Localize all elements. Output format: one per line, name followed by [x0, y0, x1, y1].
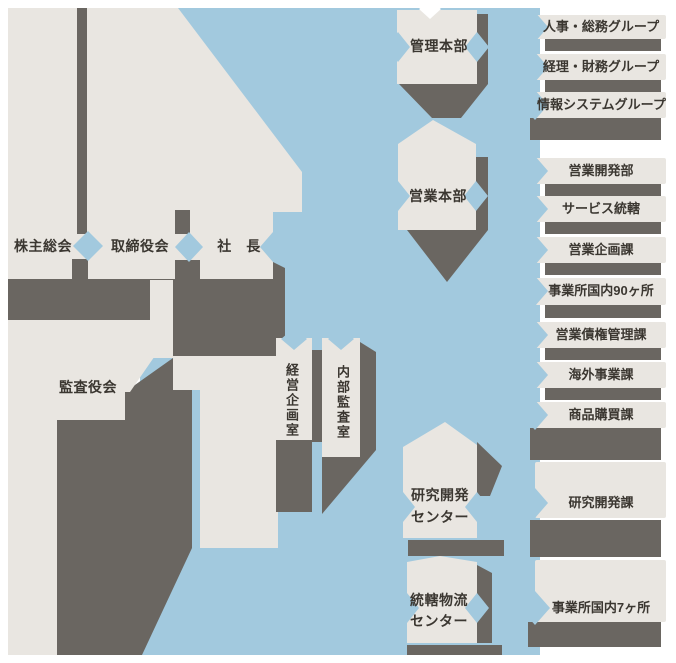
node-internal-audit-office: 内部監査室 — [335, 365, 350, 440]
shape-logistics-bottom-shadow — [407, 645, 502, 655]
connector-diamond — [465, 593, 489, 623]
shape-sales-hq-v-shadow — [407, 230, 488, 282]
department-connector-diamonds — [520, 12, 550, 625]
connector-diamond — [260, 232, 286, 262]
shape-corporate-planning-box — [276, 338, 312, 440]
shape-logistics-box — [407, 556, 477, 643]
node-admin-headquarters: 管理本部 — [410, 38, 468, 54]
shape-admin-hq-box — [397, 10, 477, 84]
connector-diamond — [386, 181, 410, 211]
shape-internal-audit-box — [322, 338, 360, 457]
node-logistics-center: 統轄物流 センター — [410, 592, 468, 629]
department-label: 海外事業課 — [568, 367, 634, 382]
shape-audit-shadow — [57, 280, 203, 655]
shape-staff-base — [173, 356, 278, 548]
department-label: 事業所国内90ヶ所 — [548, 283, 654, 298]
department-bars — [535, 15, 666, 622]
shape-rd-center-box — [403, 422, 477, 538]
department-label: 情報システムグループ — [537, 97, 666, 112]
shape-divider2-top — [175, 210, 190, 234]
department-label: サービス統轄 — [561, 201, 640, 216]
node-audit-board: 監査役会 — [59, 379, 117, 395]
node-corporate-planning-office: 経営企画室 — [284, 363, 299, 438]
department-label: 経理・財務グループ — [542, 59, 660, 74]
department-label: 営業企画課 — [568, 242, 634, 257]
shape-divider2-bottom — [175, 260, 200, 280]
department-bar-shadows — [528, 39, 661, 647]
shape-sales-hq-box — [398, 120, 476, 230]
connector-diamond — [281, 328, 307, 350]
shape-audit-board-blob — [8, 320, 170, 655]
shape-rd-side-shadow — [477, 442, 502, 496]
connector-notch — [419, 0, 441, 19]
department-label: 人事・総務グループ — [542, 19, 660, 34]
shape-rd-bottom-shadow — [408, 540, 504, 556]
shape-divider1-bottom — [72, 259, 88, 280]
node-president: 社 長 — [217, 238, 261, 254]
shape-governance-shadow — [8, 262, 285, 356]
department-label: 商品購買課 — [568, 407, 634, 422]
connector-diamond — [465, 32, 489, 62]
shape-admin-hq-funnel-shadow — [399, 84, 488, 118]
connector-diamond — [386, 32, 410, 62]
node-board-of-directors: 取締役会 — [111, 238, 169, 254]
connector-diamond — [175, 232, 203, 262]
node-rd-center: 研究開発 センター — [411, 487, 469, 525]
connector-diamond — [464, 181, 488, 211]
department-label: 営業債権管理課 — [555, 327, 647, 342]
node-shareholders-meeting: 株主総会 — [14, 238, 72, 254]
connector-diamond — [73, 231, 103, 261]
shape-divider1-top — [77, 8, 87, 234]
connector-diamond — [395, 593, 419, 623]
connector-diamond — [391, 492, 415, 522]
connector-diamond — [328, 328, 354, 350]
department-label: 研究開発課 — [568, 495, 634, 510]
connector-diamond — [465, 492, 489, 522]
department-label: 事業所国内7ヶ所 — [551, 600, 651, 615]
department-label: 営業開発部 — [568, 163, 634, 178]
shape-office-divider — [312, 350, 322, 442]
shape-planning-shadow — [276, 440, 312, 512]
node-sales-headquarters: 営業本部 — [409, 188, 467, 204]
